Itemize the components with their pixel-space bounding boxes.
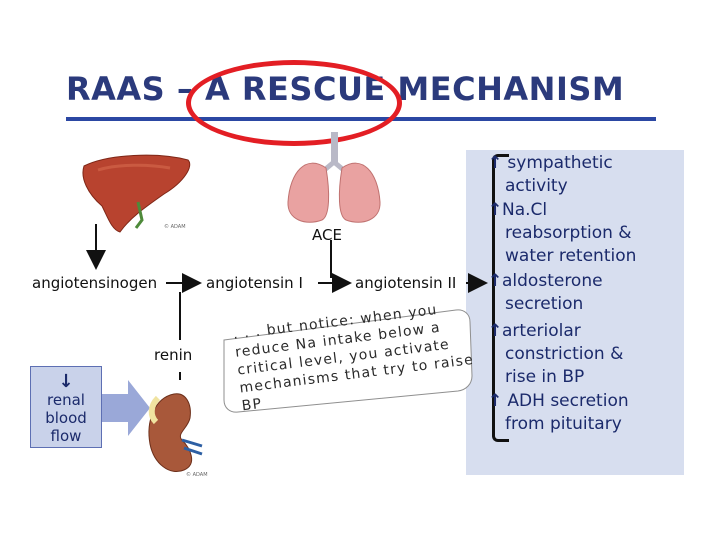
effect-line: water retention [488,245,708,268]
effect-item: ↑arteriolar constriction & rise in BP [488,320,708,389]
effect-line: rise in BP [488,366,708,389]
effect-line: Na.Cl [502,200,547,220]
renal-line: blood [31,409,101,427]
effect-line: from pituitary [488,413,708,436]
effect-item: ↑ ADH secretion from pituitary [488,390,708,436]
effect-line: ADH secretion [507,391,628,411]
up-arrow-icon: ↑ [488,270,502,293]
renal-to-kidney-arrow [102,380,150,436]
effect-line: constriction & [488,343,708,366]
effect-line: arteriolar [502,321,581,341]
effect-line: secretion [488,293,708,316]
up-arrow-icon: ↑ [488,320,502,343]
down-arrow-icon: ↓ [31,373,101,391]
effect-item: ↑Na.Cl reabsorption & water retention [488,199,708,268]
effect-item: ↑aldosterone secretion [488,270,708,316]
kidney-image [144,388,206,478]
effect-item: ↑ sympathetic activity [488,152,708,198]
renal-blood-flow-box: ↓ renal blood flow [30,366,102,448]
effect-line: sympathetic [507,153,612,173]
up-arrow-icon: ↑ [488,152,502,175]
up-arrow-icon: ↑ [488,390,502,413]
renal-line: flow [31,427,101,445]
effect-line: reabsorption & [488,222,708,245]
effect-line: aldosterone [502,271,603,291]
effect-line: activity [488,175,708,198]
renal-line: renal [31,391,101,409]
kidney-image-credit: © ADAM [186,472,208,478]
up-arrow-icon: ↑ [488,199,502,222]
